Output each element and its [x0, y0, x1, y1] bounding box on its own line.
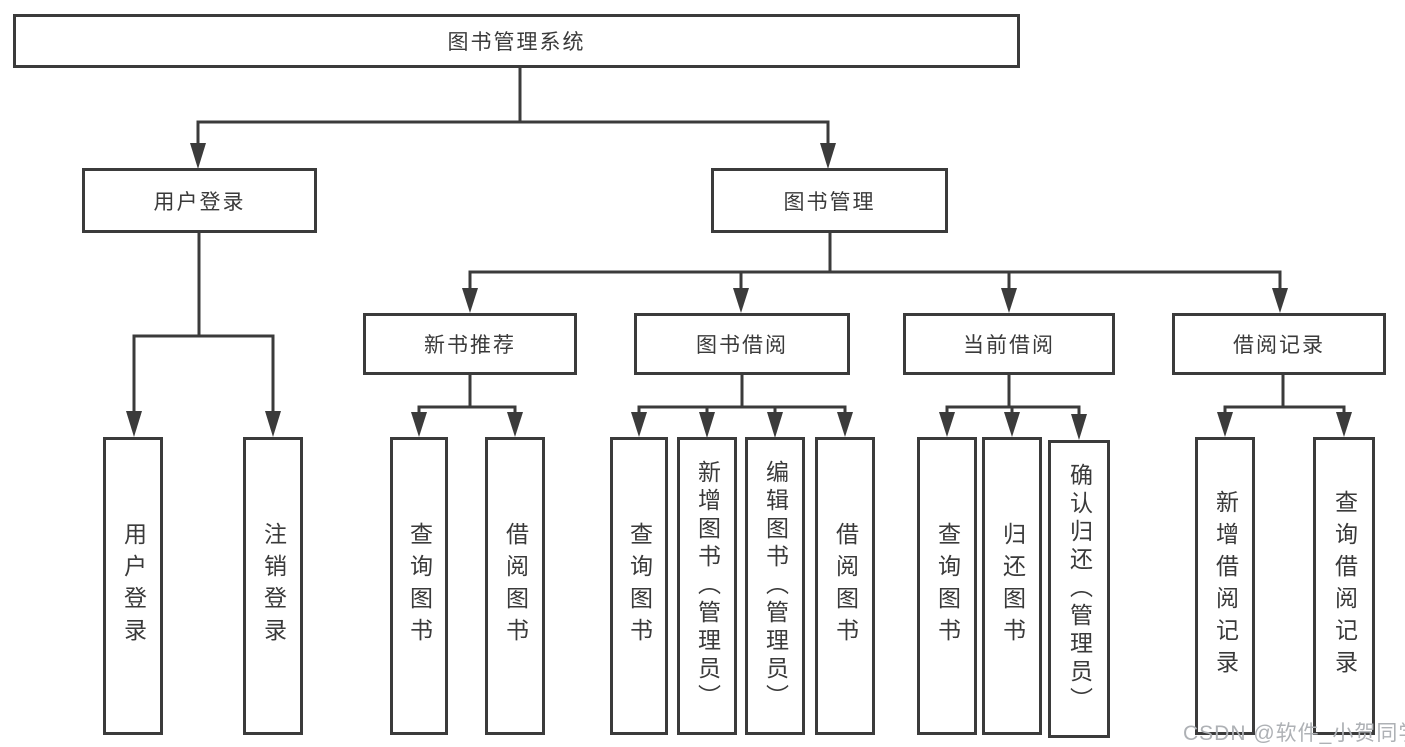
node-label: 新增借阅记录 — [1212, 490, 1239, 682]
node-label: 归还图书 — [999, 522, 1026, 650]
leaf-query-book-borrow: 查询图书 — [610, 437, 668, 735]
leaf-query-book-current: 查询图书 — [917, 437, 977, 735]
node-label: 借阅记录 — [1233, 334, 1325, 357]
leaf-edit-book-admin: 编辑图书（管理员） — [745, 437, 805, 735]
node-user-login: 用户登录 — [82, 168, 317, 233]
node-label: 借阅图书 — [502, 522, 529, 650]
node-library-system: 图书管理系统 — [13, 14, 1020, 68]
node-new-book-recommend: 新书推荐 — [363, 313, 577, 375]
leaf-add-borrow-record: 新增借阅记录 — [1195, 437, 1255, 735]
node-label: 注销登录 — [260, 522, 287, 650]
node-book-management: 图书管理 — [711, 168, 948, 233]
node-label: 图书管理系统 — [447, 31, 586, 54]
leaf-confirm-return-admin: 确认归还（管理员） — [1048, 440, 1110, 738]
csdn-watermark: CSDN @软件_小贺同学 — [1183, 722, 1405, 745]
leaf-logout: 注销登录 — [243, 437, 303, 735]
leaf-return-book: 归还图书 — [982, 437, 1042, 735]
node-label: 查询图书 — [934, 522, 961, 650]
node-borrow-record: 借阅记录 — [1172, 313, 1386, 375]
node-label: 图书管理 — [783, 190, 876, 214]
node-label: 确认归还（管理员） — [1066, 463, 1093, 715]
node-current-borrow: 当前借阅 — [903, 313, 1115, 375]
node-label: 编辑图书（管理员） — [762, 460, 789, 712]
node-label: 新书推荐 — [424, 334, 516, 357]
leaf-borrow-book: 借阅图书 — [815, 437, 875, 735]
node-label: 图书借阅 — [696, 334, 788, 357]
node-label: 当前借阅 — [963, 334, 1055, 357]
leaf-user-login: 用户登录 — [103, 437, 163, 735]
node-label: 查询借阅记录 — [1331, 490, 1358, 682]
node-label: 查询图书 — [406, 522, 433, 650]
leaf-query-borrow-record: 查询借阅记录 — [1313, 437, 1375, 735]
leaf-query-book-recommend: 查询图书 — [390, 437, 448, 735]
leaf-add-book-admin: 新增图书（管理员） — [677, 437, 737, 735]
node-label: 新增图书（管理员） — [694, 460, 721, 712]
node-label: 用户登录 — [153, 190, 246, 214]
node-label: 借阅图书 — [832, 522, 859, 650]
node-label: 查询图书 — [626, 522, 653, 650]
node-label: 用户登录 — [120, 522, 147, 650]
leaf-borrow-book-recommend: 借阅图书 — [485, 437, 545, 735]
node-book-borrow: 图书借阅 — [634, 313, 850, 375]
